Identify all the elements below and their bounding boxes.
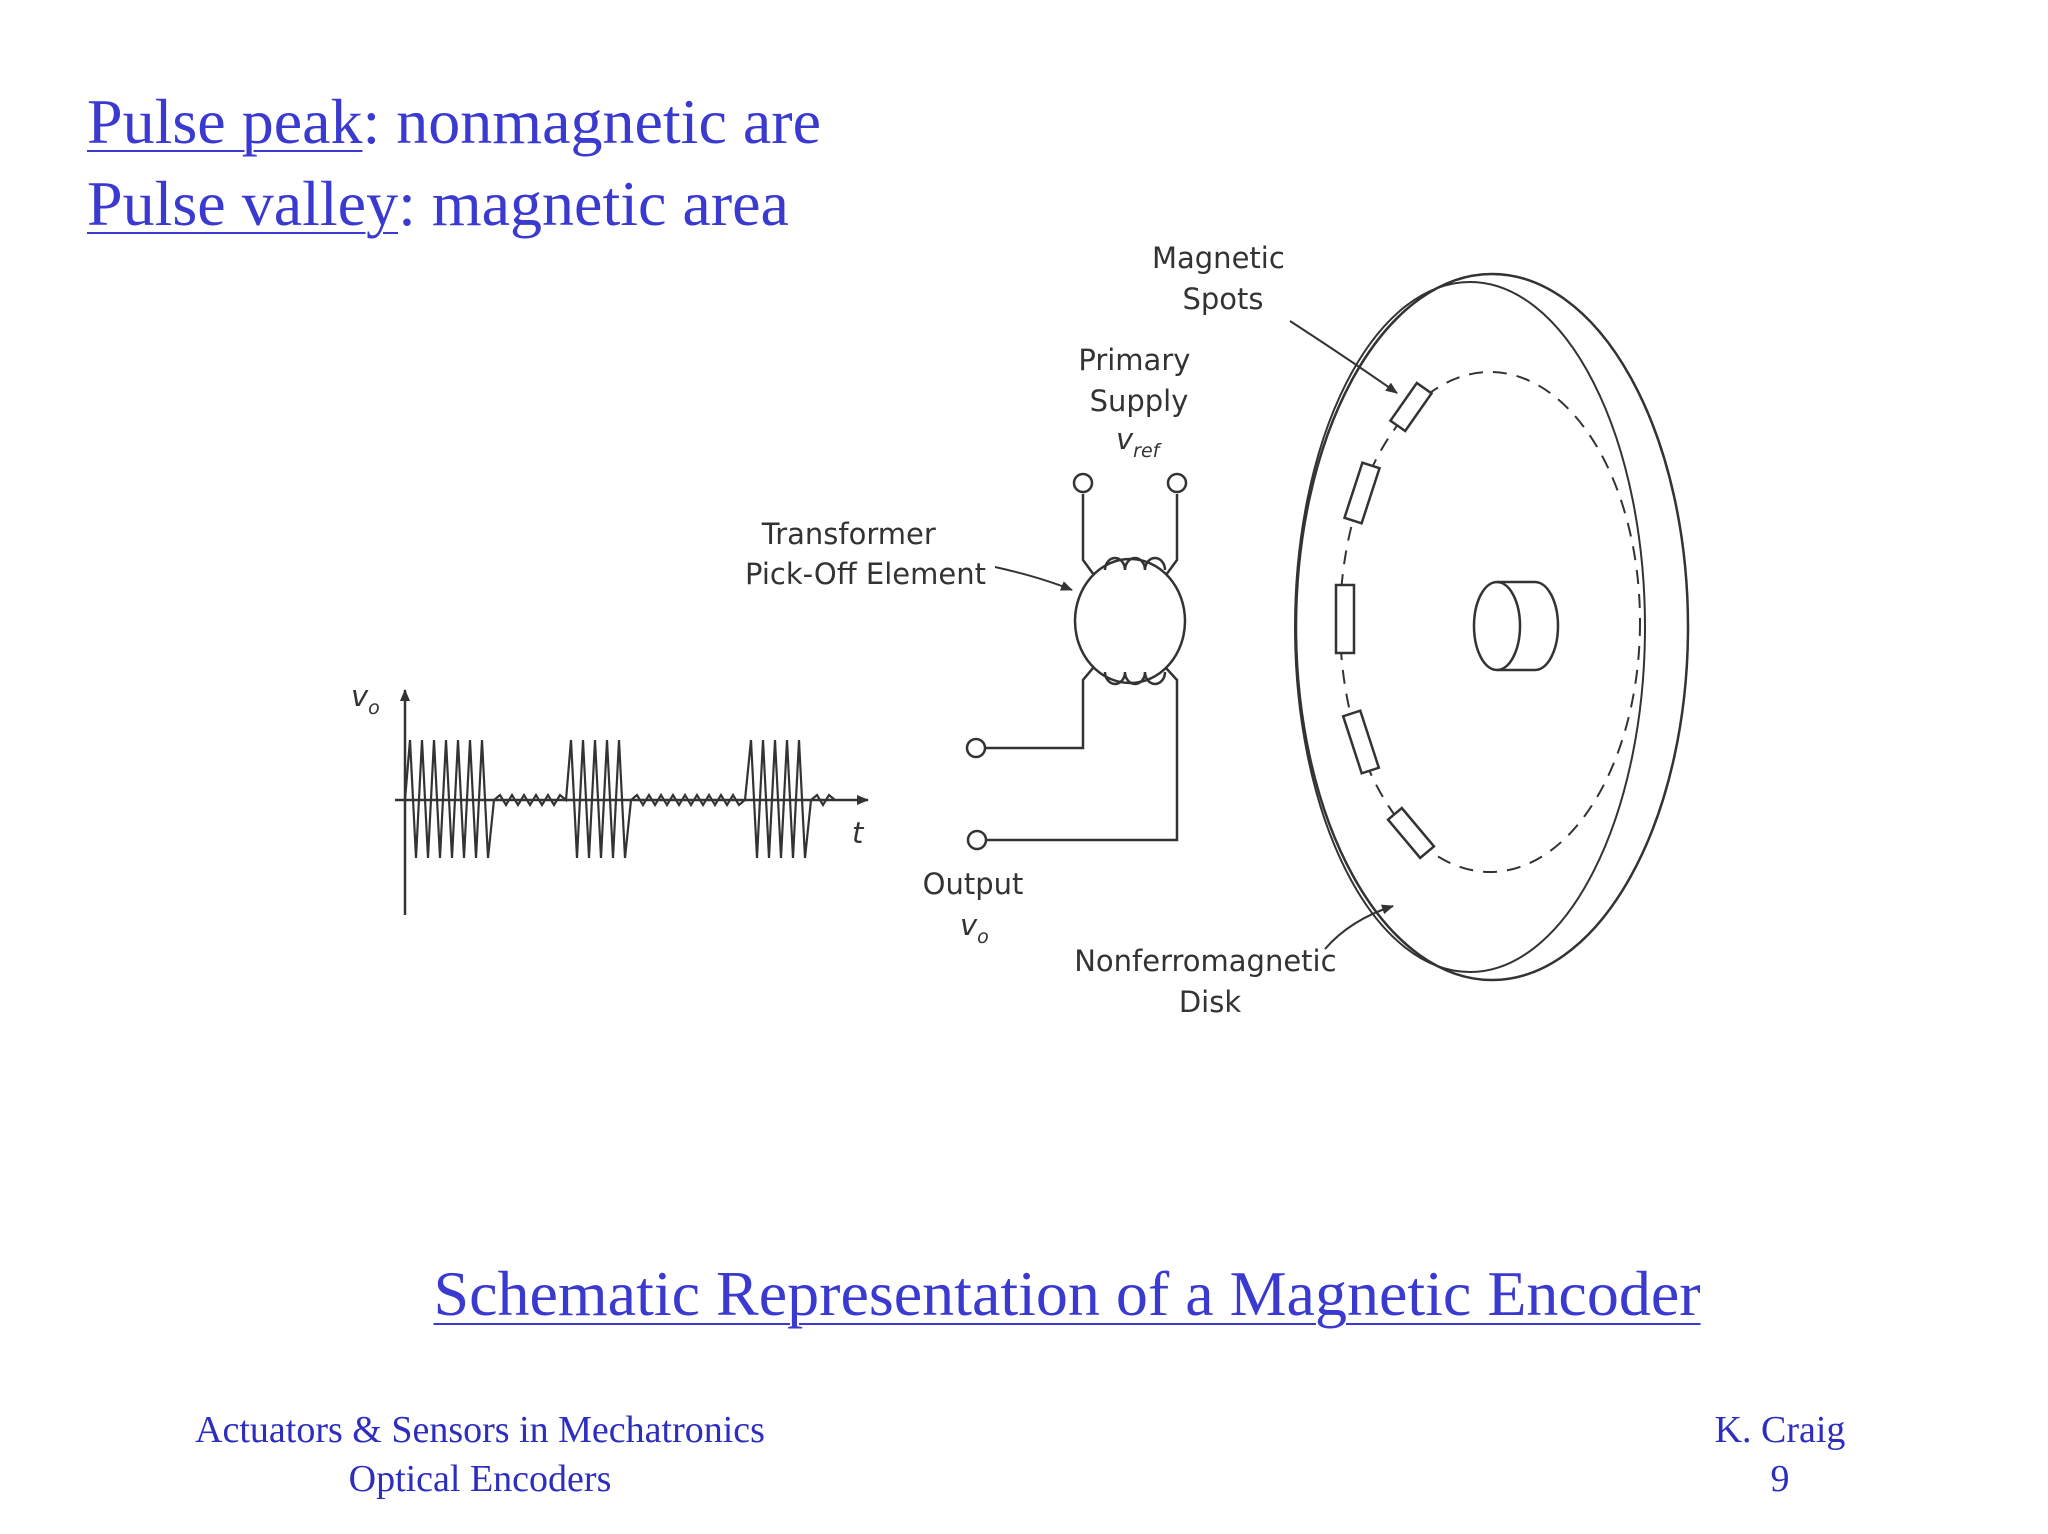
output-terminal-top <box>965 737 987 759</box>
footer-author: K. Craig 9 <box>1700 1406 1860 1504</box>
disk-leader-arrow <box>1324 904 1394 950</box>
disk-label: Nonferromagnetic Disk <box>1074 944 1346 1019</box>
magnetic-spot <box>1388 381 1434 433</box>
nonferromagnetic-disk <box>1294 272 1690 982</box>
heading-pulse-valley: Pulse valley: magnetic area <box>87 172 789 236</box>
magnetic-spot <box>1342 461 1382 525</box>
transformer-pickoff-element <box>985 494 1187 842</box>
magnetic-spots-label: Magnetic Spots <box>1152 241 1294 316</box>
magnetic-spots <box>1334 381 1436 860</box>
footer-course: Actuators & Sensors in Mechatronics Opti… <box>160 1406 800 1504</box>
spot-track-dashed <box>1339 371 1641 873</box>
pulse-waveform <box>403 739 836 859</box>
vo-axis-label: vo <box>351 679 380 719</box>
page-number: 9 <box>1770 1458 1790 1500</box>
magnetic-spot <box>1386 806 1436 860</box>
footer-author-name: K. Craig <box>1714 1409 1846 1451</box>
vref-terminal-left <box>1072 472 1094 494</box>
output-terminal-bottom <box>966 829 988 851</box>
footer-lecture-topic: Optical Encoders <box>348 1458 612 1500</box>
primary-supply-label: Primary Supply <box>1078 343 1199 418</box>
transformer-label: Transformer Pick-Off Element <box>745 517 986 591</box>
heading-pulse-peak: Pulse peak: nonmagnetic are <box>87 90 821 154</box>
vo-output-label: vo <box>960 908 989 948</box>
vref-label: vref <box>1116 422 1163 462</box>
magnetic-spot <box>1334 583 1356 655</box>
output-label: Output <box>923 867 1024 901</box>
pulse-peak-desc: : nonmagnetic are <box>362 86 821 157</box>
footer-course-title: Actuators & Sensors in Mechatronics <box>195 1409 765 1451</box>
spots-leader-arrow <box>1289 320 1398 394</box>
t-axis-label: t <box>852 816 865 850</box>
transformer-leader-arrow <box>994 566 1073 591</box>
pulse-valley-term: Pulse valley <box>87 168 399 239</box>
pulse-peak-term: Pulse peak <box>87 86 363 157</box>
vref-terminal-right <box>1166 472 1188 494</box>
figure-caption: Schematic Representation of a Magnetic E… <box>433 1258 1701 1329</box>
magnetic-spot <box>1341 709 1381 775</box>
disk-hub <box>1472 580 1560 672</box>
pulse-valley-desc: : magnetic area <box>398 168 789 239</box>
